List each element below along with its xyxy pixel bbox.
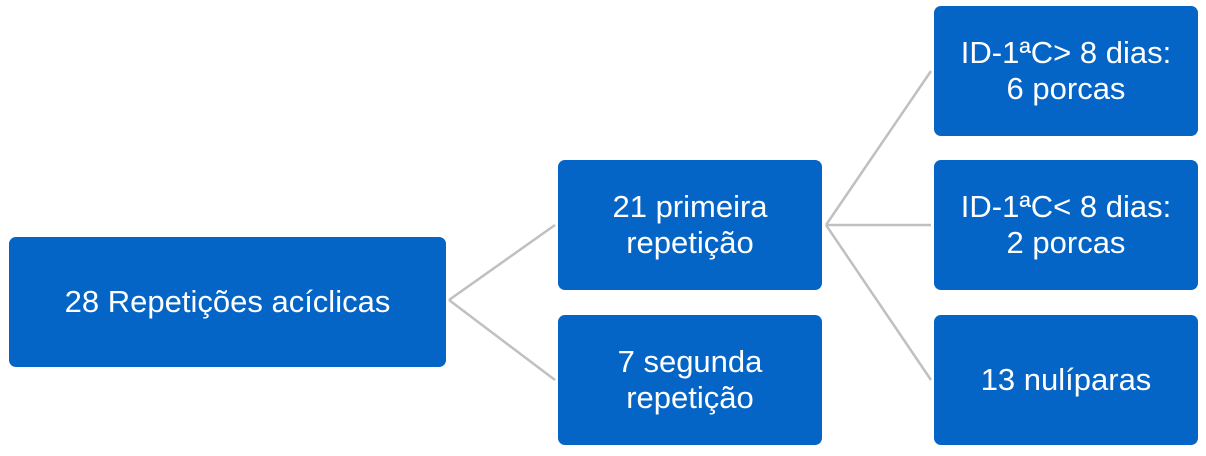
connector-first-to-c bbox=[824, 224, 933, 381]
root-node: 28 Repetições acíclicas bbox=[9, 237, 446, 367]
interval-over-8-days-label-line2: 6 porcas bbox=[1006, 71, 1126, 106]
nulliparous-label: 13 nulíparas bbox=[980, 362, 1152, 397]
interval-over-8-days-label-line1: ID-1ªC> 8 dias: bbox=[960, 35, 1172, 70]
second-repetition-node: 7 segunda repetição bbox=[558, 315, 822, 445]
first-repetition-node: 21 primeira repetição bbox=[558, 160, 822, 290]
interval-under-8-days-label-line2: 2 porcas bbox=[1006, 225, 1126, 260]
second-repetition-label-line2: repetição bbox=[626, 380, 754, 415]
root-node-label: 28 Repetições acíclicas bbox=[64, 284, 391, 319]
connector-first-to-a bbox=[824, 70, 933, 226]
second-repetition-label-line1: 7 segunda bbox=[617, 344, 763, 379]
nulliparous-node: 13 nulíparas bbox=[934, 315, 1198, 445]
interval-under-8-days-label-line1: ID-1ªC< 8 dias: bbox=[960, 189, 1172, 224]
connector-root-to-first bbox=[448, 223, 556, 302]
first-repetition-label-line2: repetição bbox=[626, 225, 754, 260]
connector-root-to-second bbox=[448, 299, 556, 381]
interval-over-8-days-node: ID-1ªC> 8 dias: 6 porcas bbox=[934, 6, 1198, 136]
interval-under-8-days-node: ID-1ªC< 8 dias: 2 porcas bbox=[934, 160, 1198, 290]
first-repetition-label-line1: 21 primeira bbox=[612, 189, 768, 224]
